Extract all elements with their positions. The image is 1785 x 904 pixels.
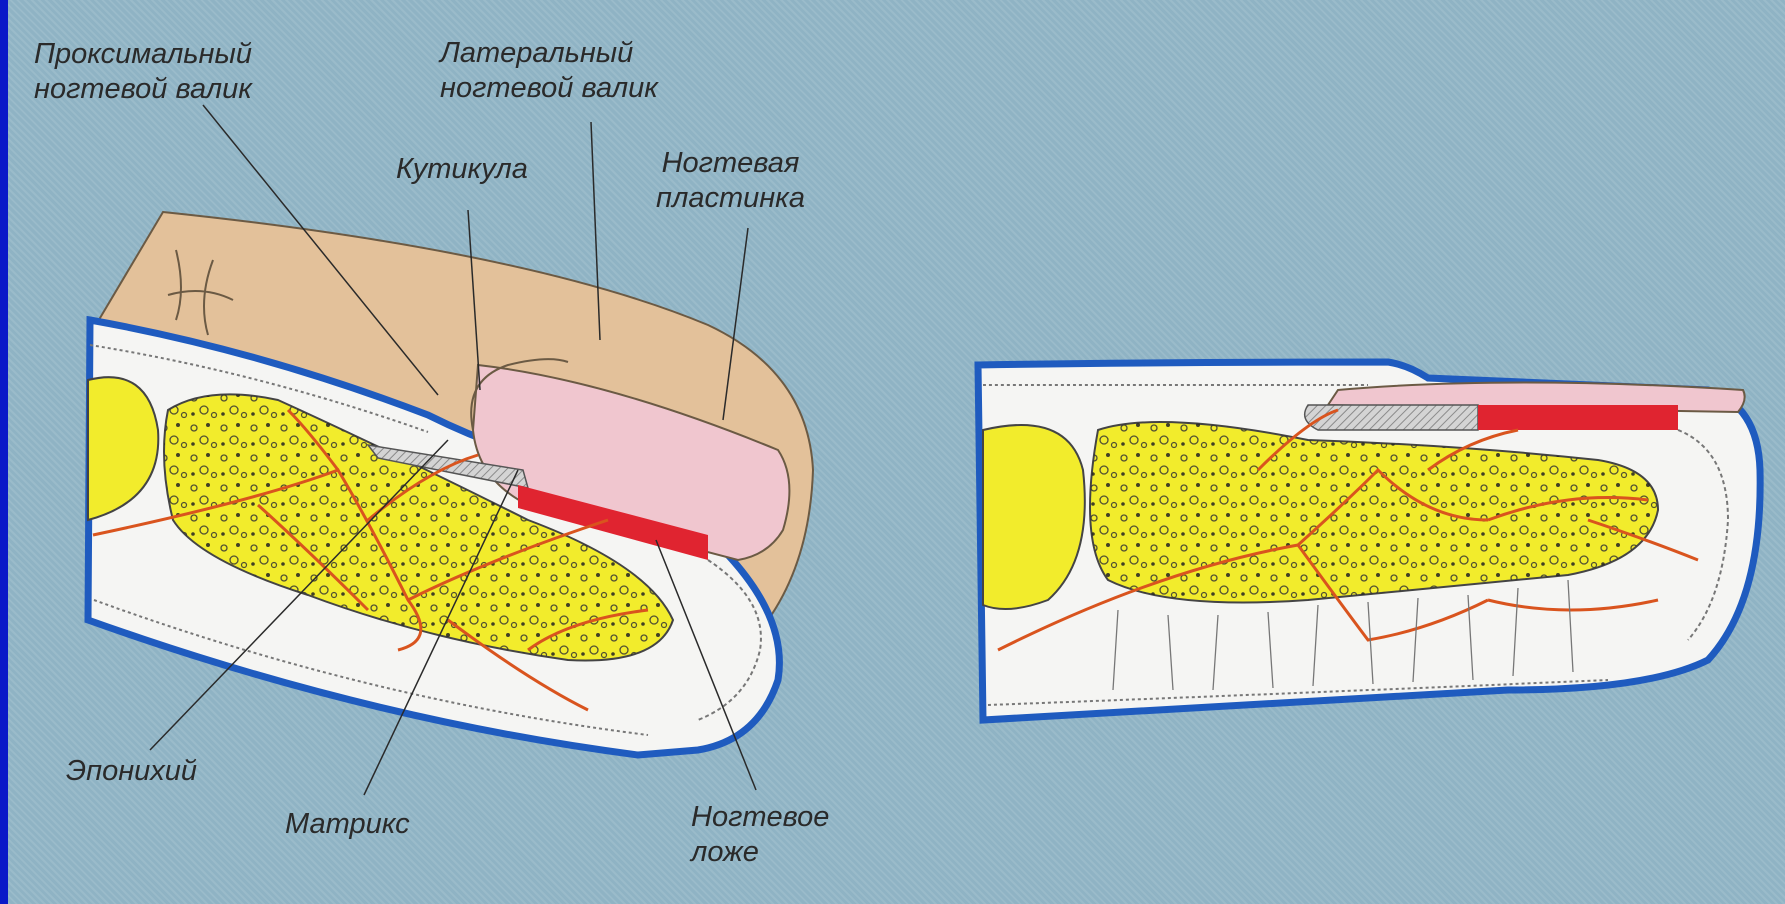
nail-bed-right	[1478, 405, 1678, 430]
label-cuticle: Кутикула	[396, 152, 528, 187]
label-lateral-fold: Латеральный ногтевой валик	[440, 36, 658, 106]
label-nail-bed: Ногтевое ложе	[691, 800, 829, 870]
label-eponychium: Эпонихий	[66, 754, 197, 789]
label-proximal-fold: Проксимальный ногтевой валик	[34, 37, 252, 107]
right-finger-section	[978, 362, 1760, 720]
nail-anatomy-illustration	[8, 0, 1785, 904]
illustration-panel: Проксимальный ногтевой валик Латеральный…	[8, 0, 1785, 904]
left-finger-section	[88, 212, 813, 755]
matrix-region-right	[1305, 405, 1478, 430]
label-matrix: Матрикс	[285, 807, 410, 842]
label-nail-plate: Ногтевая пластинка	[656, 146, 805, 216]
